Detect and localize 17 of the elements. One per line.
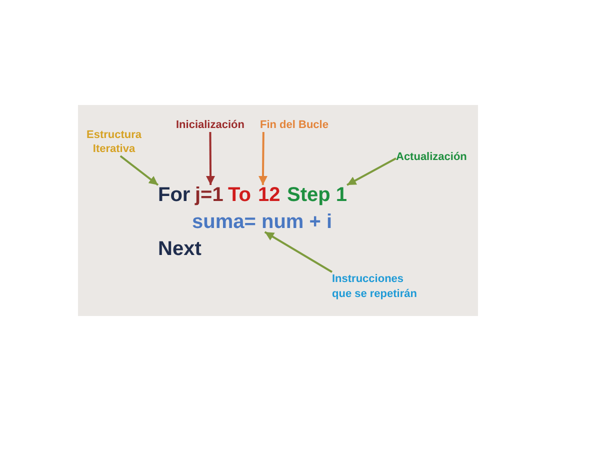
annotation-label: Fin del Bucle [260,118,328,132]
arrow [264,231,333,273]
code-text: j=1 [195,185,224,205]
code-statement: suma= num + i [192,212,332,232]
code-text: Step 1 [287,185,348,205]
arrow [258,132,268,186]
arrow [206,132,216,185]
code-keyword: To [228,185,251,205]
code-keyword: Next [158,239,202,259]
annotation-label: Inicialización [176,118,244,132]
annotation-label: Instrucciones que se repetirán [332,272,424,302]
code-text: 12 [258,185,280,205]
annotation-label: Actualización [396,150,467,164]
arrow [120,155,159,186]
annotation-label: Estructura Iterativa [82,128,146,156]
arrow [346,158,396,186]
code-keyword: For [158,185,190,205]
